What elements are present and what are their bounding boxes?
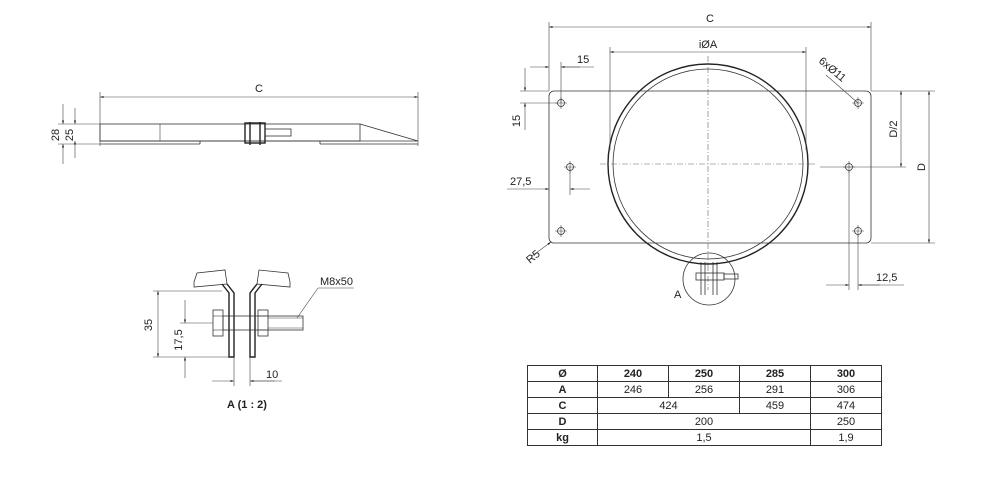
- front-mounting-holes: [555, 97, 864, 237]
- spec-cell: 306: [810, 381, 882, 398]
- spec-cell: 459: [739, 397, 811, 414]
- front-bottom-offset-label: 12,5: [876, 272, 897, 284]
- front-half-height-label: D/2: [888, 120, 900, 137]
- side-bolt-nut: [244, 122, 266, 144]
- side-height-outer-label: 28: [50, 129, 62, 141]
- spec-cell: 256: [668, 381, 740, 398]
- side-view: C 28 25: [50, 83, 419, 164]
- side-plate: [99, 123, 361, 142]
- spec-cell: 1,5: [597, 429, 811, 446]
- spec-header-cell: 240: [597, 365, 669, 382]
- spec-header-cell: Ø: [527, 365, 598, 382]
- spec-cell: 1,9: [810, 429, 882, 446]
- detail-right-clamp: [256, 269, 291, 288]
- front-side-hole-label: 27,5: [510, 176, 531, 188]
- detail-left-clamp: [193, 269, 228, 288]
- detail-view: M8x50 35 17,5 10 A (1 : 2): [143, 269, 354, 411]
- spec-cell: 246: [597, 381, 669, 398]
- spec-cell: 200: [597, 413, 811, 430]
- spec-cell: 474: [810, 397, 882, 414]
- detail-gap-label: 10: [266, 369, 278, 381]
- front-height-label: D: [916, 163, 928, 171]
- spec-row-label: kg: [527, 429, 598, 446]
- spec-header-cell: 285: [739, 365, 811, 382]
- detail-bolt: [222, 315, 304, 331]
- spec-row-label: A: [527, 381, 598, 398]
- detail-height-label: 35: [143, 319, 155, 331]
- spec-row-label: C: [527, 397, 598, 414]
- detail-half-height-label: 17,5: [173, 329, 185, 350]
- spec-header-cell: 300: [810, 365, 882, 382]
- front-width-label: C: [706, 13, 714, 25]
- front-offset-x-label: 15: [577, 54, 589, 66]
- side-height-inner-label: 25: [64, 129, 76, 141]
- front-diameter-label: iØA: [699, 39, 718, 51]
- front-view: C iØA 15 15 6xØ11 D/2 D 27,5: [507, 13, 935, 306]
- spec-cell: 424: [597, 397, 740, 414]
- side-bolt-shaft: [264, 128, 292, 137]
- detail-caption: A (1 : 2): [227, 399, 267, 411]
- detail-bolt-label: M8x50: [320, 276, 353, 288]
- spec-header-cell: 250: [668, 365, 740, 382]
- front-detail-marker: A: [674, 289, 682, 301]
- spec-cell: 250: [810, 413, 882, 430]
- side-length-label: C: [255, 83, 263, 95]
- detail-left-nut: [212, 309, 224, 337]
- spec-row-label: D: [527, 413, 598, 430]
- front-offset-y-label: 15: [511, 115, 523, 127]
- front-radius-label: R5: [524, 248, 542, 266]
- detail-right-nut: [257, 309, 269, 337]
- spec-cell: 291: [739, 381, 811, 398]
